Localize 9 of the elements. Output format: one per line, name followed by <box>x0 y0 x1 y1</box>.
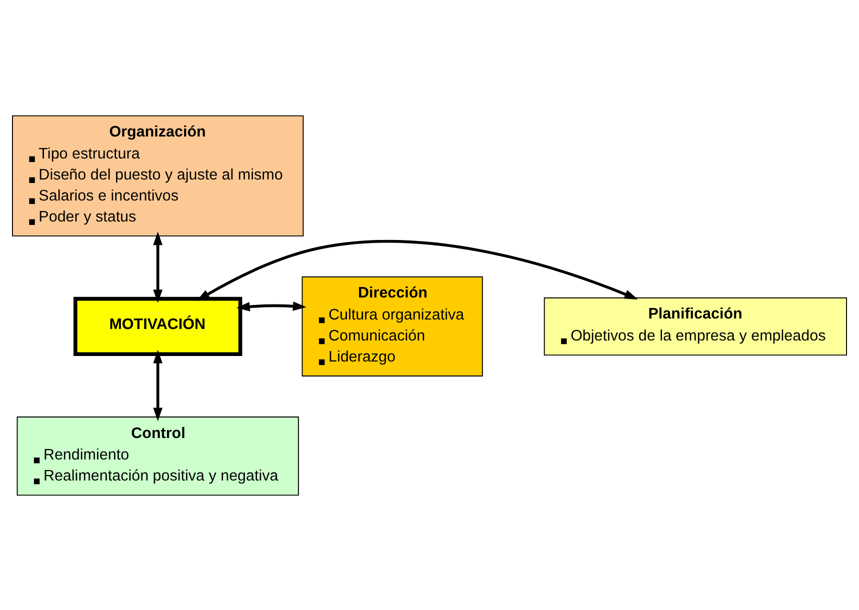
arrow <box>153 231 163 303</box>
arrow <box>236 301 306 311</box>
node-box: Dirección Cultura organizativa Comunicación Liderazgo <box>302 276 483 376</box>
node-box: Planificación Objetivos de la empresa y empleados <box>544 296 847 356</box>
node-box: Control Rendimiento Realimentación positiva y negativa <box>16 416 299 496</box>
node-box: Organización Tipo estructura Diseño del puesto y ajuste al mismo Salarios e incentivos Poder y status <box>12 114 304 236</box>
node-box: MOTIVACIÓN <box>73 296 242 356</box>
arrow <box>196 240 638 300</box>
arrow <box>153 349 163 421</box>
